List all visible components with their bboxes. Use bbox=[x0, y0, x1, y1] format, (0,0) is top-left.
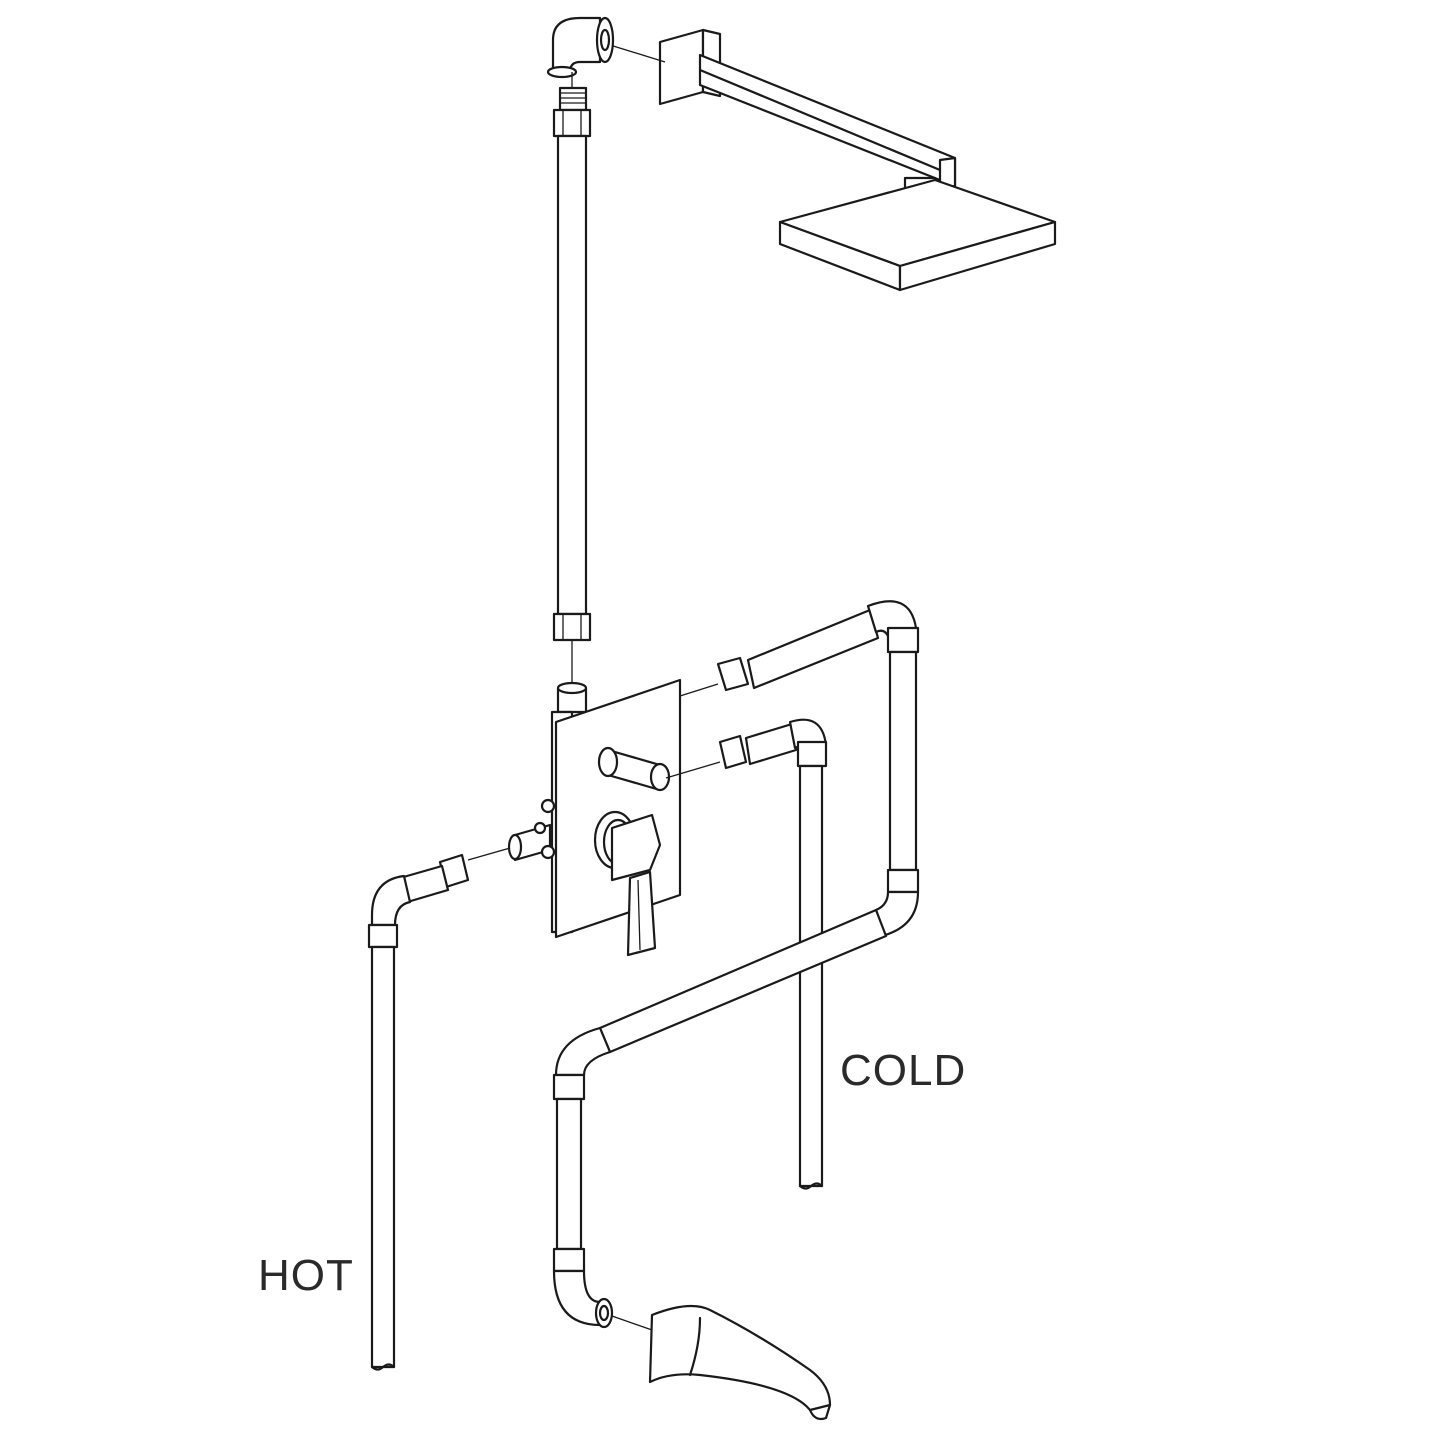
shower-head-assembly bbox=[609, 28, 1057, 292]
hot-supply-pipe bbox=[367, 847, 511, 1371]
cold-label: COLD bbox=[840, 1046, 966, 1095]
tub-spout bbox=[648, 1304, 832, 1421]
diverter-knob bbox=[597, 746, 671, 792]
mixing-valve bbox=[507, 678, 682, 957]
hot-label: HOT bbox=[258, 1251, 354, 1300]
lever-handle bbox=[610, 813, 662, 957]
cold-supply-pipe bbox=[665, 718, 828, 1190]
riser-pipe bbox=[546, 16, 615, 686]
spout-supply-loop bbox=[552, 600, 920, 1331]
